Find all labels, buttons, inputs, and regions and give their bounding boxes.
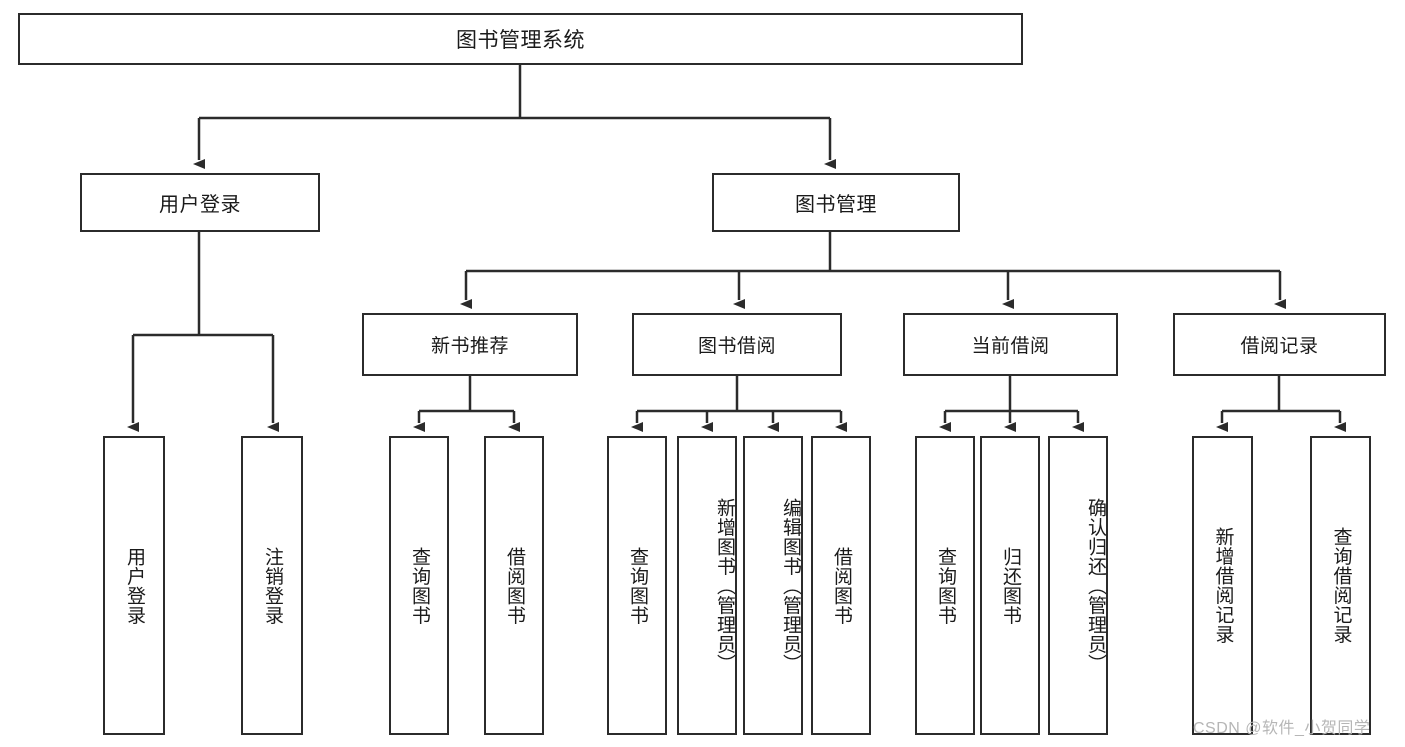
node-book-management[interactable]: 图书管理	[712, 173, 960, 232]
leaf-borrow-books[interactable]: 借阅图书	[811, 436, 871, 735]
node-current-borrow[interactable]: 当前借阅	[903, 313, 1118, 376]
leaf-return-books[interactable]: 归还图书	[980, 436, 1040, 735]
leaf-user-login[interactable]: 用户登录	[103, 436, 165, 735]
node-user-login[interactable]: 用户登录	[80, 173, 320, 232]
leaf-query-borrow-record[interactable]: 查询借阅记录	[1310, 436, 1371, 735]
node-new-book-recommend[interactable]: 新书推荐	[362, 313, 578, 376]
leaf-edit-book-admin[interactable]: 编辑图书（管理员）	[743, 436, 803, 735]
leaf-query-books-current[interactable]: 查询图书	[915, 436, 975, 735]
leaf-borrow-books-recommend[interactable]: 借阅图书	[484, 436, 544, 735]
leaf-add-borrow-record[interactable]: 新增借阅记录	[1192, 436, 1253, 735]
leaf-query-books-recommend[interactable]: 查询图书	[389, 436, 449, 735]
csdn-watermark: CSDN @软件_小贺同学	[1193, 720, 1371, 737]
node-book-borrow[interactable]: 图书借阅	[632, 313, 842, 376]
leaf-logout[interactable]: 注销登录	[241, 436, 303, 735]
leaf-add-book-admin[interactable]: 新增图书（管理员）	[677, 436, 737, 735]
leaf-query-books-borrow[interactable]: 查询图书	[607, 436, 667, 735]
leaf-confirm-return-admin[interactable]: 确认归还（管理员）	[1048, 436, 1108, 735]
node-root[interactable]: 图书管理系统	[18, 13, 1023, 65]
node-borrow-record[interactable]: 借阅记录	[1173, 313, 1386, 376]
